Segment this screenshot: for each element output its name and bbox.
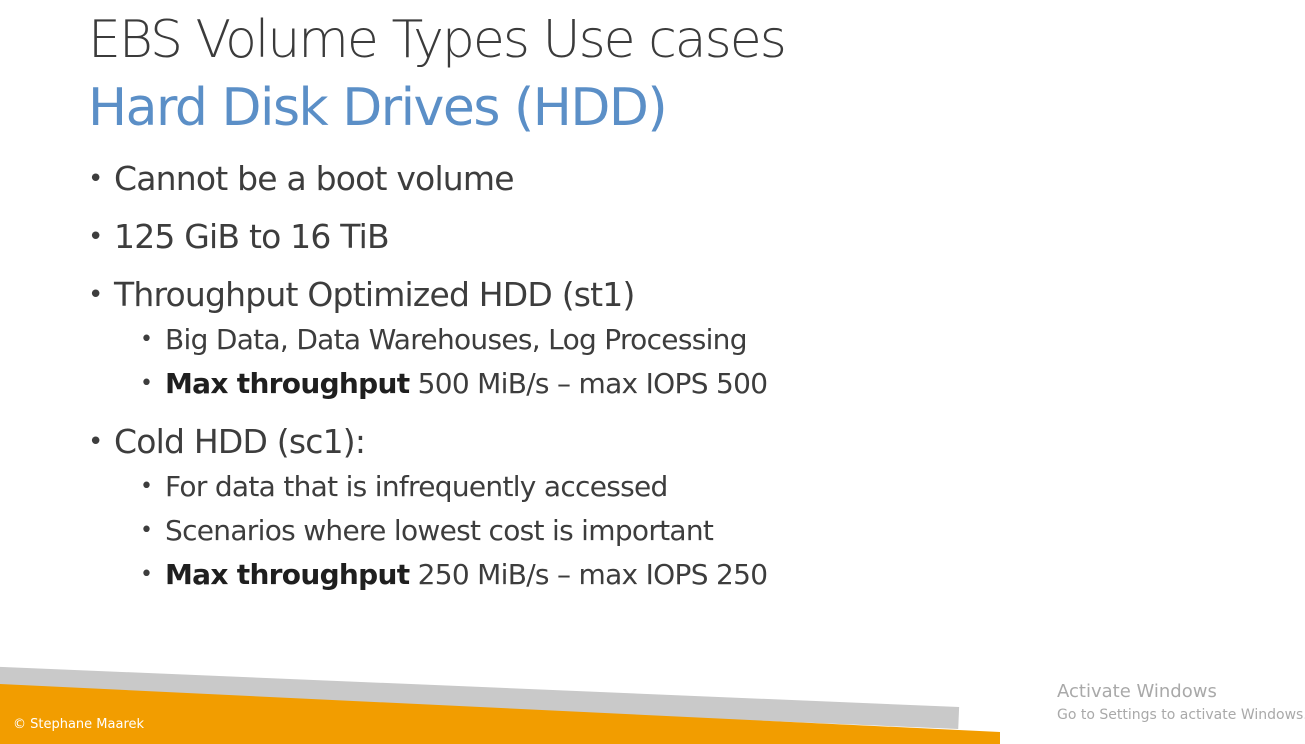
- bullet-dot-icon: •: [140, 518, 153, 543]
- sub-bullet-item: • Max throughput 250 MiB/s – max IOPS 25…: [88, 555, 768, 599]
- bullet-text: For data that is infrequently accessed: [165, 470, 668, 503]
- bullet-text: 125 GiB to 16 TiB: [114, 217, 390, 256]
- bullet-item: • Cold HDD (sc1):: [88, 419, 767, 467]
- bullet-dot-icon: •: [140, 371, 153, 396]
- bullet-text: Cold HDD (sc1):: [114, 422, 366, 461]
- bullet-list: • Cannot be a boot volume • 125 GiB to 1…: [88, 156, 768, 599]
- sub-bullet-item: • Max throughput 500 MiB/s – max IOPS 50…: [88, 364, 768, 419]
- sub-bullet-item: • For data that is infrequently accessed: [88, 467, 767, 511]
- sub-bullet-item: • Scenarios where lowest cost is importa…: [88, 511, 767, 555]
- bullet-dot-icon: •: [88, 427, 103, 457]
- bullet-item: • Cannot be a boot volume: [88, 156, 767, 214]
- activate-windows-subtitle: Go to Settings to activate Windows.: [1057, 707, 1305, 723]
- slide-subtitle: Hard Disk Drives (HDD): [88, 78, 668, 138]
- bullet-text: Scenarios where lowest cost is important: [165, 514, 714, 547]
- bullet-bold-text: Max throughput: [165, 367, 410, 400]
- bullet-item: • Throughput Optimized HDD (st1): [88, 272, 767, 320]
- bullet-item: • 125 GiB to 16 TiB: [88, 214, 767, 272]
- bullet-dot-icon: •: [88, 222, 103, 252]
- bullet-dot-icon: •: [140, 327, 153, 352]
- bullet-dot-icon: •: [88, 280, 103, 310]
- bullet-bold-text: Max throughput: [165, 558, 410, 591]
- bullet-text: 500 MiB/s – max IOPS 500: [409, 367, 768, 400]
- bullet-dot-icon: •: [88, 164, 103, 194]
- bullet-text: Throughput Optimized HDD (st1): [114, 275, 635, 314]
- activate-windows-title: Activate Windows: [1057, 681, 1217, 702]
- bullet-text: Big Data, Data Warehouses, Log Processin…: [165, 323, 748, 356]
- copyright-text: © Stephane Maarek: [13, 717, 145, 732]
- sub-bullet-item: • Big Data, Data Warehouses, Log Process…: [88, 320, 767, 364]
- activate-windows-watermark: Activate Windows Go to Settings to activ…: [1057, 680, 1305, 726]
- bullet-dot-icon: •: [140, 562, 153, 587]
- bullet-text: 250 MiB/s – max IOPS 250: [409, 558, 768, 591]
- bullet-dot-icon: •: [140, 474, 153, 499]
- bullet-text: Cannot be a boot volume: [114, 159, 515, 198]
- slide-title: EBS Volume Types Use cases: [88, 10, 787, 70]
